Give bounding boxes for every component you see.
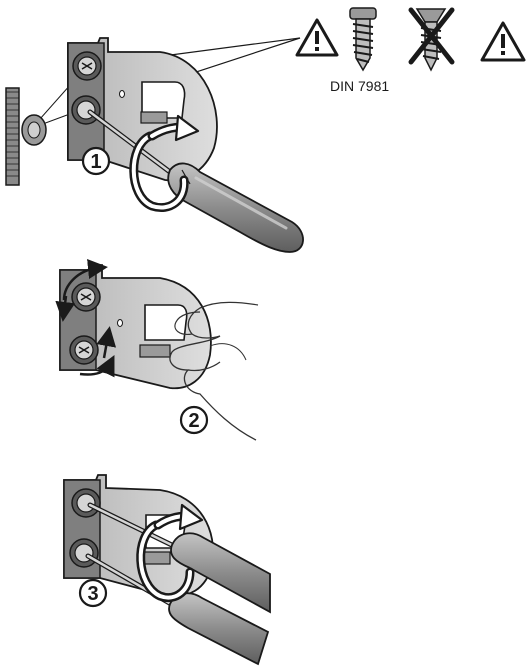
screw-top <box>72 51 102 81</box>
step-number-3-label: 3 <box>87 583 98 605</box>
rotate-arrow-icon <box>136 503 204 602</box>
wall-edge <box>5 87 47 186</box>
screwdriver <box>87 109 304 253</box>
step-number-3: 3 <box>78 578 108 608</box>
screw-top <box>71 488 101 518</box>
screw-icon <box>349 7 377 72</box>
crossed-countersunk-screw-icon <box>408 7 455 72</box>
screw-bottom <box>71 95 101 125</box>
step-1-illustration: 1 <box>5 37 304 253</box>
warning-triangle-icon <box>480 21 526 62</box>
step-3-illustration: 3 <box>63 474 271 666</box>
screw-bottom <box>69 538 99 568</box>
slide-arrow-icon <box>55 259 117 378</box>
step-number-1-label: 1 <box>90 151 101 173</box>
step-number-1: 1 <box>81 146 111 176</box>
step-2-illustration: 2 <box>55 259 259 441</box>
spec-label: DIN 7981 <box>330 78 389 94</box>
screwdriver <box>87 502 271 614</box>
step-number-2-label: 2 <box>188 410 199 432</box>
screw-bottom <box>69 335 99 365</box>
hand-illustration <box>169 301 259 441</box>
step-number-2: 2 <box>179 405 209 435</box>
rotate-arrow-icon <box>129 114 200 212</box>
warning-triangle-icon <box>295 18 339 57</box>
screw-top <box>71 282 101 312</box>
